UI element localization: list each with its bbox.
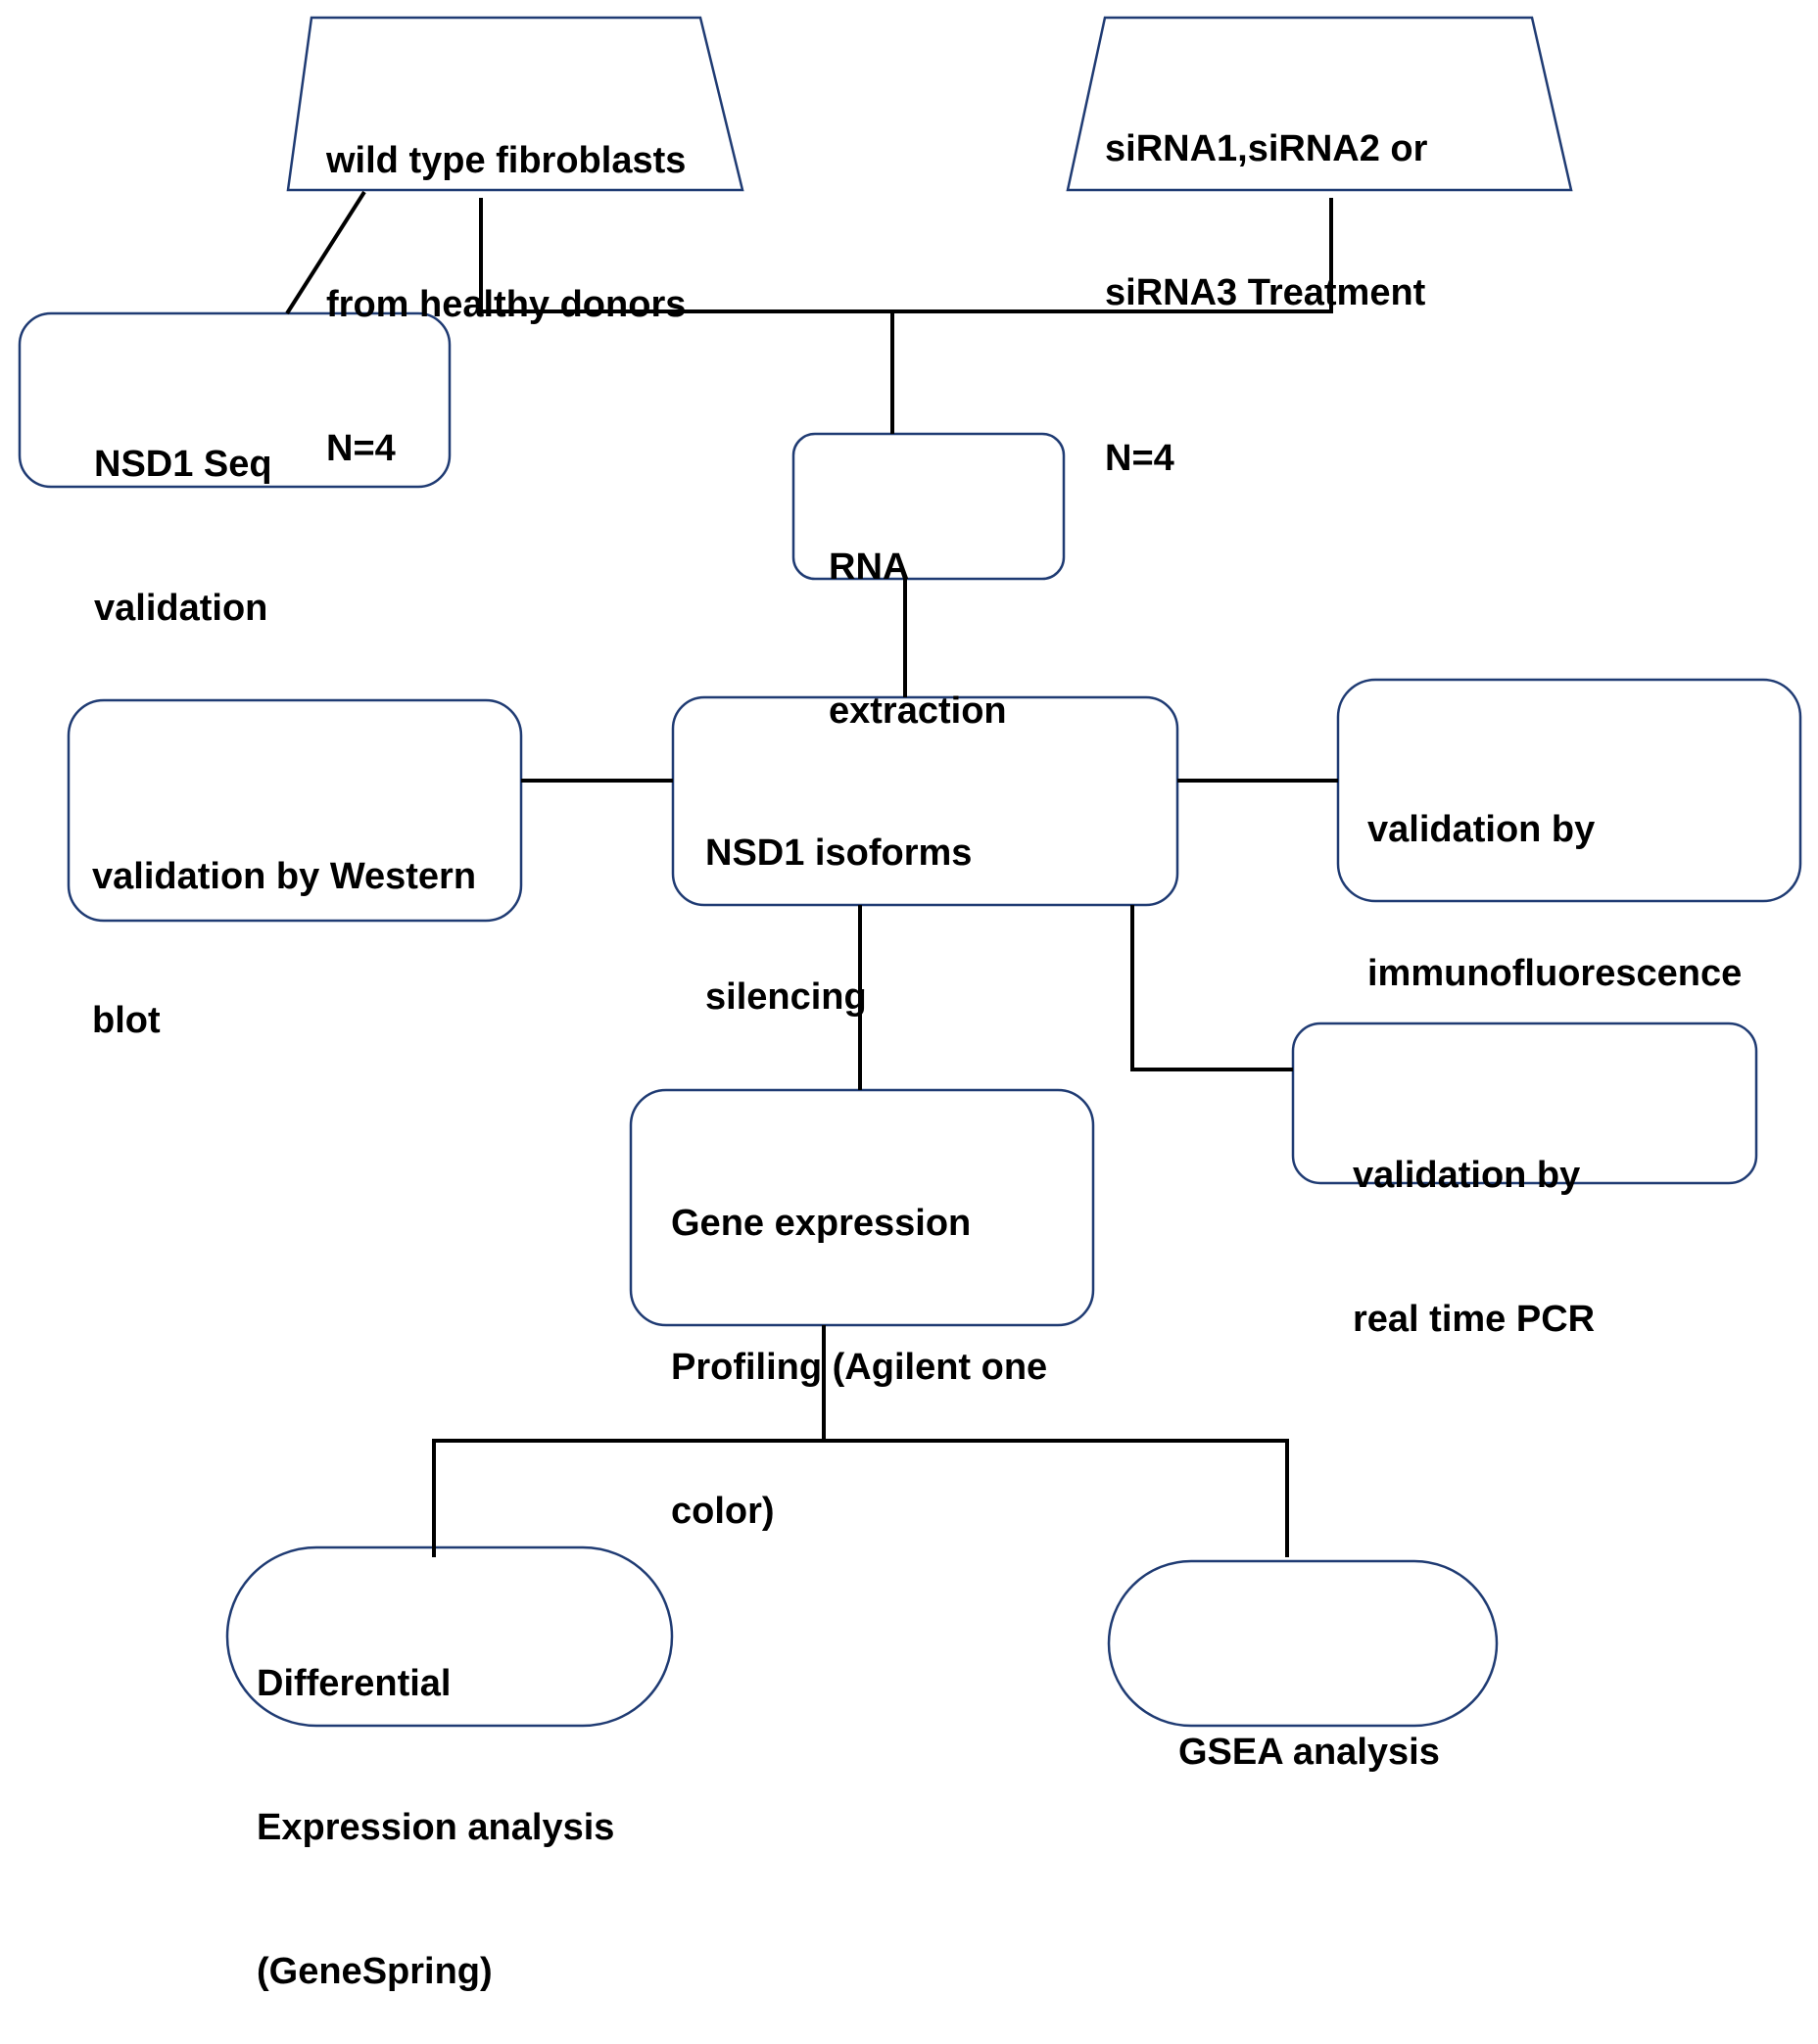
- nsd1-isoforms-silencing-label: NSD1 isoforms silencing: [705, 832, 973, 1018]
- differential-expression-node: [225, 1545, 674, 1728]
- real-time-pcr-validation-node: [1291, 1022, 1758, 1185]
- immunofluorescence-validation-label: validation by immunofluorescence: [1367, 809, 1743, 994]
- rna-extraction-node: [791, 432, 1066, 581]
- sirna-treatment-label: siRNA1,siRNA2 or siRNA3 Treatment N=4: [1105, 128, 1428, 479]
- connector-sources-merge: [479, 198, 1333, 313]
- wild-type-fibroblasts-node: [286, 16, 744, 192]
- nsd1-isoforms-silencing-node: [671, 695, 1179, 907]
- immunofluorescence-validation-node: [1336, 678, 1802, 903]
- connector-silencing-pcr: [1130, 905, 1293, 1071]
- gene-expression-profiling-label: Gene expression Profiling (Agilent one c…: [671, 1203, 1048, 1532]
- western-blot-validation-label: validation by Western blot: [92, 856, 477, 1041]
- gsea-analysis-node: [1107, 1559, 1499, 1728]
- gsea-analysis-label: GSEA analysis: [1178, 1732, 1440, 1773]
- nsd1-seq-validation-node: [18, 311, 452, 489]
- connector-wildtype-nsd1seq: [285, 190, 366, 315]
- nsd1-seq-validation-label: NSD1 Seq validation: [94, 444, 272, 629]
- rna-extraction-label: RNA extraction: [829, 547, 1007, 732]
- real-time-pcr-validation-label: validation by real time PCR: [1353, 1155, 1596, 1340]
- western-blot-validation-node: [67, 698, 523, 923]
- differential-expression-label: Differential Expression analysis (GeneSp…: [257, 1663, 615, 1992]
- workflow-diagram: [18, 16, 1802, 1728]
- wild-type-fibroblasts-label: wild type fibroblasts from healthy donor…: [326, 140, 687, 469]
- connector-split-bar: [432, 1439, 1289, 1557]
- sirna-treatment-node: [1066, 16, 1573, 192]
